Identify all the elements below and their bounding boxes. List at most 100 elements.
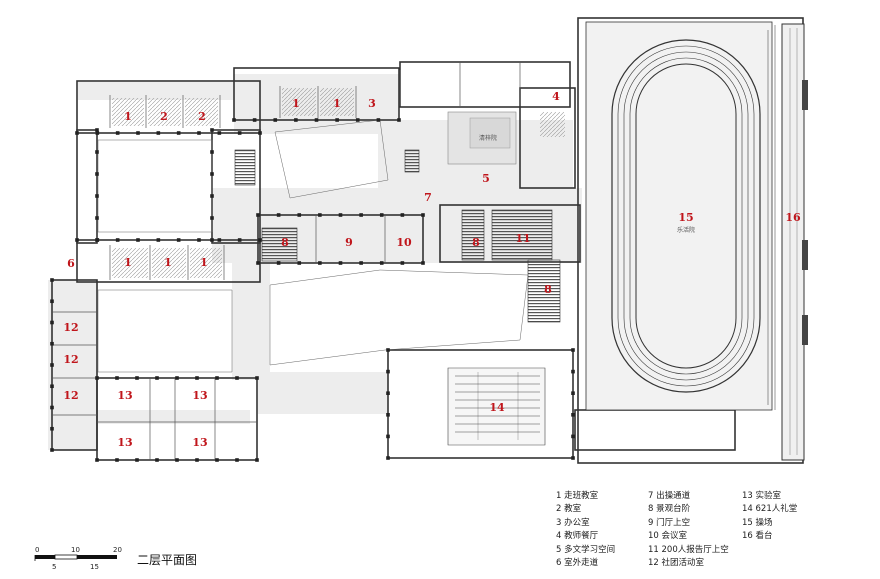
column bbox=[571, 348, 575, 352]
room-number-8: 8 bbox=[281, 236, 289, 249]
room-number-3: 3 bbox=[368, 97, 376, 110]
column bbox=[571, 391, 575, 395]
column bbox=[156, 131, 161, 135]
place-label: 乐活院 bbox=[677, 226, 695, 234]
room-number-7: 7 bbox=[424, 191, 432, 204]
column bbox=[338, 261, 343, 265]
column bbox=[255, 458, 259, 462]
column bbox=[210, 194, 214, 198]
courtyard bbox=[447, 111, 517, 165]
legend-item: 1 走班教室 bbox=[556, 491, 599, 501]
running-track bbox=[585, 21, 776, 411]
legend-item: 6 室外走道 bbox=[556, 557, 599, 568]
legend-item: 2 教室 bbox=[556, 504, 582, 515]
column bbox=[258, 238, 262, 242]
column bbox=[297, 213, 302, 217]
room-number-8: 8 bbox=[544, 283, 552, 296]
legend-item: 12 社团活动室 bbox=[648, 557, 705, 568]
room-number-13: 13 bbox=[117, 389, 132, 402]
column bbox=[386, 391, 390, 395]
column bbox=[75, 131, 79, 135]
column bbox=[235, 376, 239, 380]
room-number-5: 5 bbox=[482, 172, 490, 185]
column bbox=[95, 238, 99, 242]
column bbox=[50, 320, 54, 325]
column bbox=[571, 413, 575, 417]
column bbox=[338, 213, 343, 217]
void-outlines bbox=[97, 119, 529, 373]
column bbox=[50, 405, 54, 410]
column bbox=[175, 376, 179, 380]
column bbox=[237, 131, 242, 135]
column bbox=[95, 216, 99, 220]
room-number-13: 13 bbox=[192, 436, 207, 449]
column bbox=[571, 456, 575, 460]
column bbox=[115, 131, 120, 135]
scale-tick-5: 5 bbox=[52, 563, 57, 571]
furniture-grid bbox=[112, 88, 565, 278]
room-number-1: 1 bbox=[164, 256, 172, 269]
legend-item: 16 看台 bbox=[742, 531, 773, 542]
room-number-1: 1 bbox=[124, 110, 132, 123]
column bbox=[421, 213, 425, 217]
column bbox=[195, 458, 199, 462]
column bbox=[232, 118, 236, 122]
legend-item: 11 200人报告厅上空 bbox=[648, 544, 729, 555]
column bbox=[256, 261, 260, 265]
scale-bar bbox=[34, 554, 117, 561]
column bbox=[215, 376, 219, 380]
room-number-14: 14 bbox=[489, 401, 505, 414]
column bbox=[335, 118, 339, 122]
column bbox=[400, 213, 405, 217]
room-number-9: 9 bbox=[345, 236, 353, 249]
column bbox=[50, 299, 54, 304]
column bbox=[210, 172, 214, 176]
legend-item: 4 教师餐厅 bbox=[556, 531, 599, 542]
column bbox=[355, 118, 360, 122]
column bbox=[95, 131, 100, 135]
column bbox=[256, 213, 260, 217]
room-number-12: 12 bbox=[63, 353, 78, 366]
column bbox=[386, 434, 390, 439]
legend-column-3: 13 实验室 14 621人礼堂 15 操场 16 看台 bbox=[742, 490, 797, 544]
column bbox=[115, 458, 119, 462]
legend-item: 13 实验室 bbox=[742, 491, 782, 501]
column bbox=[95, 150, 99, 154]
column bbox=[400, 261, 405, 265]
place-label: 清梓院 bbox=[479, 134, 497, 142]
plan-title: 二层平面图 bbox=[137, 553, 198, 567]
column bbox=[95, 458, 99, 462]
column bbox=[115, 376, 119, 380]
column bbox=[217, 131, 222, 135]
scale-tick-15: 15 bbox=[90, 563, 99, 571]
column bbox=[386, 413, 390, 417]
column bbox=[376, 118, 381, 122]
room-number-15: 15 bbox=[678, 211, 693, 224]
column bbox=[156, 238, 161, 242]
column bbox=[294, 118, 298, 122]
column bbox=[314, 118, 319, 122]
room-number-10: 10 bbox=[396, 236, 412, 249]
scale-tick-20: 20 bbox=[113, 546, 122, 554]
column bbox=[217, 238, 222, 242]
legend-item: 8 景观台阶 bbox=[648, 504, 691, 515]
room-number-1: 1 bbox=[124, 256, 132, 269]
room-number-16: 16 bbox=[785, 211, 801, 224]
column bbox=[210, 150, 214, 154]
column bbox=[379, 261, 384, 265]
column bbox=[136, 238, 140, 242]
room-number-1: 1 bbox=[200, 256, 208, 269]
column bbox=[386, 456, 390, 460]
column bbox=[75, 238, 79, 242]
column bbox=[276, 213, 281, 217]
legend-item: 9 门厅上空 bbox=[648, 517, 691, 528]
column bbox=[359, 261, 363, 265]
column bbox=[155, 458, 159, 462]
column bbox=[195, 376, 199, 380]
column bbox=[136, 131, 140, 135]
column bbox=[50, 426, 54, 431]
column bbox=[318, 213, 322, 217]
room-partitions bbox=[52, 62, 521, 460]
room-number-4: 4 bbox=[552, 90, 560, 103]
